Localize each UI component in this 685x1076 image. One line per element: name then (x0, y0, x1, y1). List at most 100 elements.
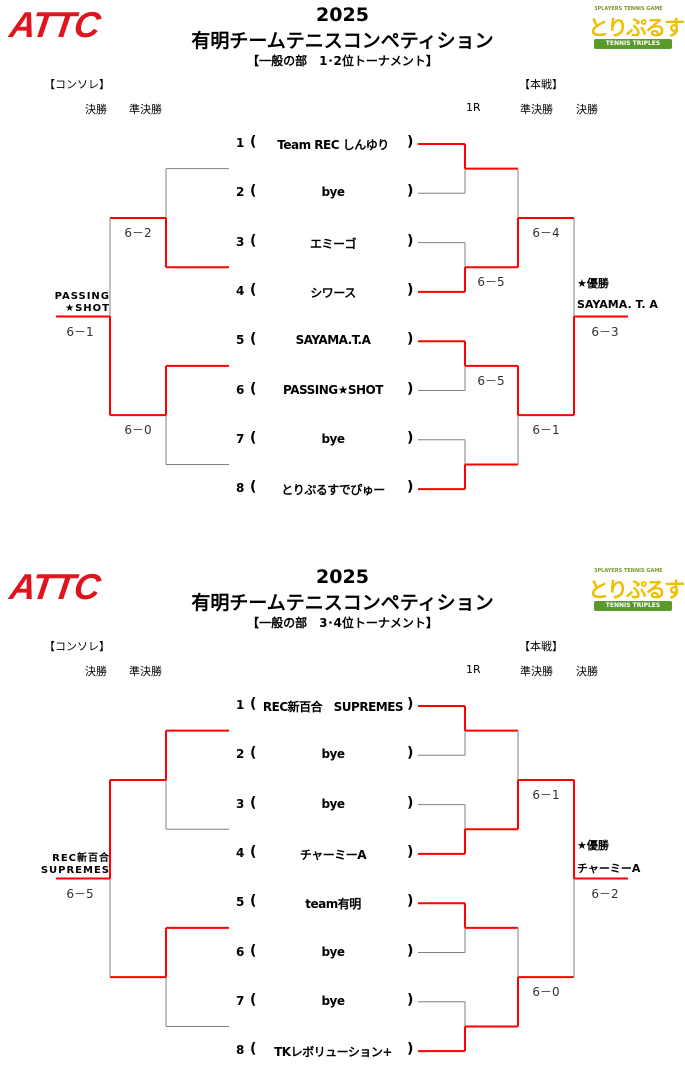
team-name: シワース (310, 285, 356, 300)
page-title: 有明チームテニスコンペティション (191, 30, 494, 52)
close-paren: ) (407, 893, 414, 910)
champion-name: SAYAMA. T. A (577, 297, 658, 311)
team-row: 4 ( シワース) (230, 282, 416, 302)
team-number: 4 (236, 283, 245, 298)
team-name: bye (321, 993, 345, 1008)
open-paren: ( (250, 232, 257, 249)
open-paren: ( (250, 745, 257, 762)
close-paren: ) (407, 942, 414, 959)
team-name: bye (321, 185, 345, 200)
team-number: 8 (236, 1043, 245, 1058)
close-paren: ) (407, 232, 414, 249)
team-name: bye (321, 431, 345, 446)
team-row: 6 ( bye) (230, 943, 416, 963)
round-label: 準決勝 (520, 665, 553, 678)
match-score: 6－1 (66, 324, 94, 339)
team-row: 2 ( bye) (230, 183, 416, 203)
team-number: 2 (236, 185, 245, 200)
match-score: 6－5 (66, 886, 94, 901)
team-name: bye (321, 944, 345, 959)
round-label: 1R (466, 663, 481, 676)
close-paren: ) (407, 281, 414, 298)
team-number: 8 (236, 481, 245, 496)
team-name: PASSING★SHOT (283, 382, 383, 397)
match-score: 6－5 (477, 275, 505, 290)
consolation-winner-line: REC新百合 (52, 852, 110, 864)
team-name: SAYAMA.T.A (295, 333, 371, 348)
team-name: REC新百合 SUPREMES (262, 700, 404, 714)
logo-name: とりぷるす (588, 578, 685, 602)
open-paren: ( (250, 843, 257, 860)
match-score: 6－0 (532, 985, 560, 1000)
subtitle: 【一般の部 3･4位トーナメント】 (247, 616, 438, 630)
match-score: 6－4 (532, 225, 560, 240)
close-paren: ) (407, 183, 414, 200)
close-paren: ) (407, 429, 414, 446)
team-name: bye (321, 747, 345, 762)
match-score: 6－1 (532, 423, 560, 438)
team-name: TKレボリューション+ (274, 1045, 392, 1060)
team-name: とりぷるすでぴゅー (281, 483, 385, 498)
team-row: 5 ( SAYAMA.T.A) (230, 331, 416, 351)
team-row: 2(bye) (230, 745, 416, 765)
open-paren: ( (250, 479, 257, 496)
match-score: 6－1 (532, 787, 560, 802)
team-row: 8(TKレボリューション+) (230, 1041, 416, 1061)
champion-label: ★優勝 (577, 838, 609, 852)
open-paren: ( (250, 991, 257, 1008)
close-paren: ) (407, 380, 414, 397)
team-row: 8(とりぷるすでぴゅー) (230, 479, 416, 499)
round-label: 決勝 (576, 103, 598, 116)
consolation-winner-line: PASSING (54, 290, 110, 302)
match-score: 6－5 (477, 373, 505, 388)
close-paren: ) (407, 696, 414, 712)
round-label: 決勝 (85, 103, 107, 116)
team-row: 1(REC新百合 SUPREMES) (230, 696, 416, 716)
open-paren: ( (250, 331, 257, 348)
team-name: エミーゴ (309, 236, 357, 251)
match-score: 6－3 (591, 324, 619, 339)
close-paren: ) (407, 331, 414, 348)
champion-name: チャーミーA (577, 861, 641, 875)
open-paren: ( (250, 794, 257, 811)
page-title: 有明チームテニスコンペティション (191, 592, 494, 614)
team-name: Team REC しんゆり (277, 138, 389, 152)
main-draw-label: 【本戦】 (519, 78, 563, 91)
consolation-winner-line: ★SHOT (65, 302, 110, 314)
team-number: 7 (236, 993, 245, 1008)
team-row: 5(team有明) (230, 893, 416, 913)
open-paren: ( (250, 183, 257, 200)
close-paren: ) (407, 991, 414, 1008)
team-row: 3(エミーゴ) (230, 233, 416, 253)
team-name: bye (321, 796, 345, 811)
consolation-winner: PASSING★SHOT (0, 291, 110, 315)
match-score: 6－0 (124, 423, 152, 438)
logo-ribbon: TENNIS TRIPLES (594, 601, 672, 611)
team-number: 5 (236, 333, 245, 348)
match-score: 6－2 (124, 225, 152, 240)
bracket-lines (56, 705, 628, 1053)
team-number: 3 (236, 796, 245, 811)
team-number: 5 (236, 895, 245, 910)
consolation-label: 【コンソレ】 (44, 640, 110, 653)
open-paren: ( (250, 281, 257, 298)
open-paren: ( (250, 380, 257, 397)
open-paren: ( (250, 942, 257, 959)
team-number: 7 (236, 431, 245, 446)
close-paren: ) (407, 134, 414, 150)
bracket-lines (56, 143, 628, 491)
team-number: 2 (236, 747, 245, 762)
round-label: 準決勝 (129, 103, 162, 116)
match-score: 6－2 (591, 886, 619, 901)
team-name: チャーミーA (299, 847, 367, 862)
round-label: 1R (466, 101, 481, 114)
round-label: 決勝 (85, 665, 107, 678)
team-row: 4(チャーミーA) (230, 844, 416, 864)
open-paren: ( (250, 429, 257, 446)
open-paren: ( (250, 1041, 257, 1058)
logo-tagline: 3PLAYERS TENNIS GAME (594, 6, 663, 12)
team-number: 6 (236, 944, 245, 959)
